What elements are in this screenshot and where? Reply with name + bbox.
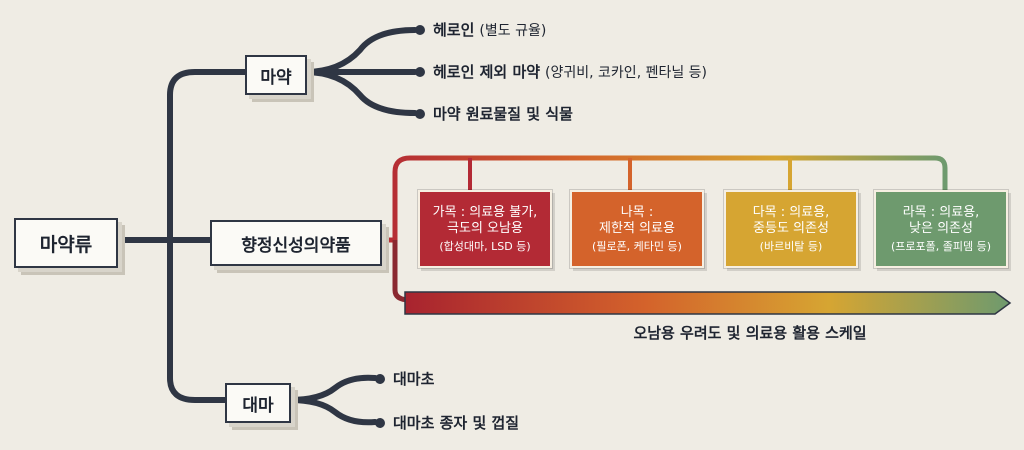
- root-node: 마약류: [14, 218, 118, 268]
- bullet-icon: [415, 66, 425, 77]
- cannabis-node: 대마: [225, 383, 291, 423]
- bullet-icon: [375, 417, 385, 428]
- category-ra-card: 라목 : 의료용, 낮은 의존성 (프로포폴, 졸피뎀 등): [873, 189, 1009, 269]
- bullet-icon: [375, 373, 385, 384]
- cannabis-item: 대마초 종자 및 껍질: [375, 412, 519, 433]
- narcotics-node: 마약: [245, 55, 307, 95]
- psychotropics-label: 향정신성의약품: [241, 235, 351, 256]
- scale-label: 오남용 우려도 및 의료용 활용 스케일: [633, 324, 867, 342]
- cannabis-item: 대마초: [375, 368, 434, 389]
- category-da-card: 다목 : 의료용, 중등도 의존성 (바르비탈 등): [723, 189, 859, 269]
- narcotics-item: 마약 원료물질 및 식물: [415, 103, 573, 124]
- category-ga-card: 가목 : 의료용 불가, 극도의 오남용 (합성대마, LSD 등): [417, 189, 553, 269]
- narcotics-item: 헤로인 제외 마약 (양귀비, 코카인, 펜타닐 등): [415, 61, 707, 82]
- narcotics-item: 헤로인 (별도 규율): [415, 19, 546, 40]
- psychotropics-node: 향정신성의약품: [210, 220, 382, 266]
- cannabis-label: 대마: [242, 395, 274, 416]
- category-na-card: 나목 : 제한적 의료용 (필로폰, 케타민 등): [569, 189, 705, 269]
- bullet-icon: [415, 108, 425, 119]
- narcotics-label: 마약: [260, 67, 292, 88]
- root-label: 마약류: [39, 233, 93, 256]
- bullet-icon: [415, 24, 425, 35]
